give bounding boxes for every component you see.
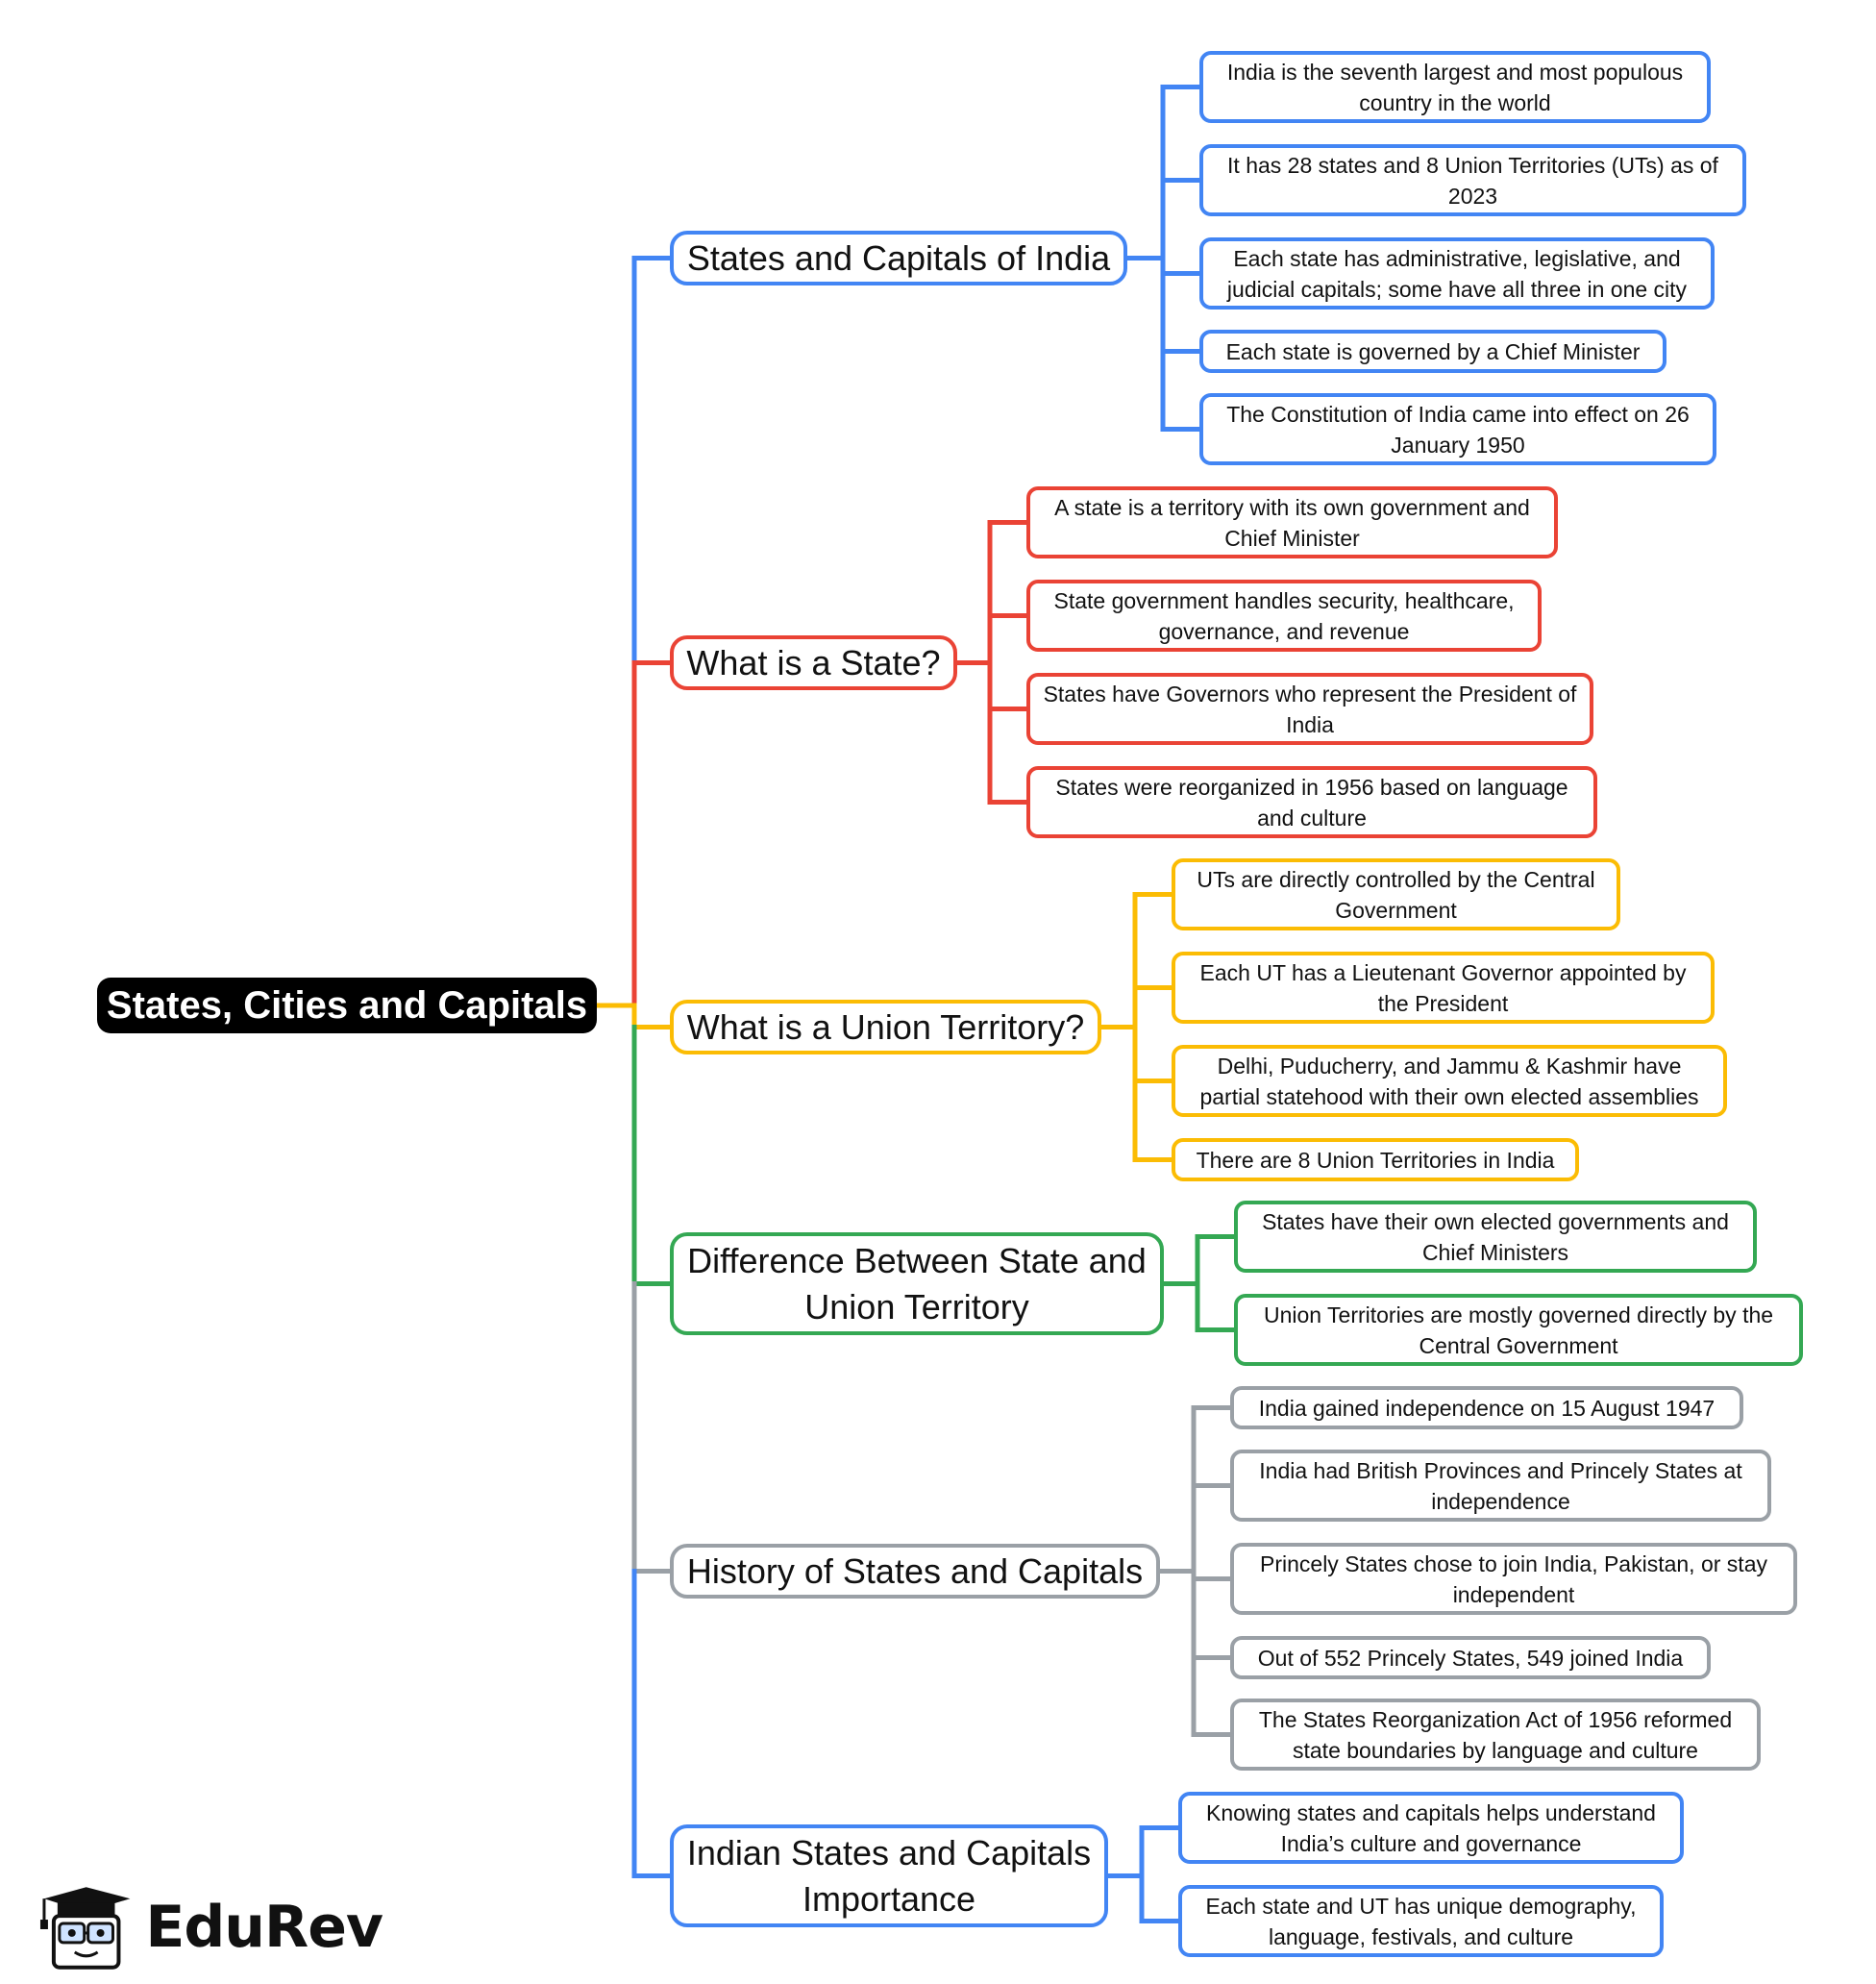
leaf-states-elected-govts: States have their own elected government…	[1234, 1201, 1757, 1273]
logo-text: EduRev	[145, 1894, 383, 1961]
leaf-unique-demography: Each state and UT has unique demography,…	[1178, 1885, 1664, 1957]
leaf-independence-1947: India gained independence on 15 August 1…	[1230, 1386, 1743, 1429]
leaf-three-capitals: Each state has administrative, legislati…	[1199, 237, 1715, 310]
leaf-28-states: It has 28 states and 8 Union Territories…	[1199, 144, 1746, 216]
leaf-8-union-territories: There are 8 Union Territories in India	[1172, 1138, 1579, 1181]
branch-history: History of States and Capitals	[670, 1544, 1160, 1599]
branch-difference-state-ut: Difference Between State and Union Terri…	[670, 1232, 1164, 1335]
leaf-constitution: The Constitution of India came into effe…	[1199, 393, 1716, 465]
leaf-lieutenant-governor: Each UT has a Lieutenant Governor appoin…	[1172, 952, 1715, 1024]
branch-what-is-a-state: What is a State?	[670, 635, 957, 690]
leaf-reorganization-act: The States Reorganization Act of 1956 re…	[1230, 1699, 1761, 1771]
leaf-seventh-largest: India is the seventh largest and most po…	[1199, 51, 1711, 123]
leaf-british-provinces: India had British Provinces and Princely…	[1230, 1450, 1771, 1522]
leaf-state-government-handles: State government handles security, healt…	[1026, 580, 1542, 652]
branch-importance: Indian States and Capitals Importance	[670, 1824, 1108, 1927]
branch-what-is-a-union-territory: What is a Union Territory?	[670, 1000, 1101, 1054]
branch-states-and-capitals: States and Capitals of India	[670, 231, 1127, 285]
root-node: States, Cities and Capitals	[97, 978, 597, 1033]
leaf-reorganized-1956: States were reorganized in 1956 based on…	[1026, 766, 1597, 838]
leaf-552-princely: Out of 552 Princely States, 549 joined I…	[1230, 1636, 1711, 1679]
edurev-logo: EduRev	[37, 1884, 383, 1971]
leaf-princely-choice: Princely States chose to join India, Pak…	[1230, 1543, 1797, 1615]
leaf-governors: States have Governors who represent the …	[1026, 673, 1593, 745]
leaf-state-territory: A state is a territory with its own gove…	[1026, 486, 1558, 558]
graduation-cap-mascot-icon	[39, 1887, 131, 1970]
leaf-uts-governed-centrally: Union Territories are mostly governed di…	[1234, 1294, 1803, 1366]
leaf-understand-culture: Knowing states and capitals helps unders…	[1178, 1792, 1684, 1864]
leaf-uts-central-control: UTs are directly controlled by the Centr…	[1172, 858, 1620, 930]
leaf-chief-minister: Each state is governed by a Chief Minist…	[1199, 330, 1666, 373]
leaf-partial-statehood: Delhi, Puducherry, and Jammu & Kashmir h…	[1172, 1045, 1727, 1117]
